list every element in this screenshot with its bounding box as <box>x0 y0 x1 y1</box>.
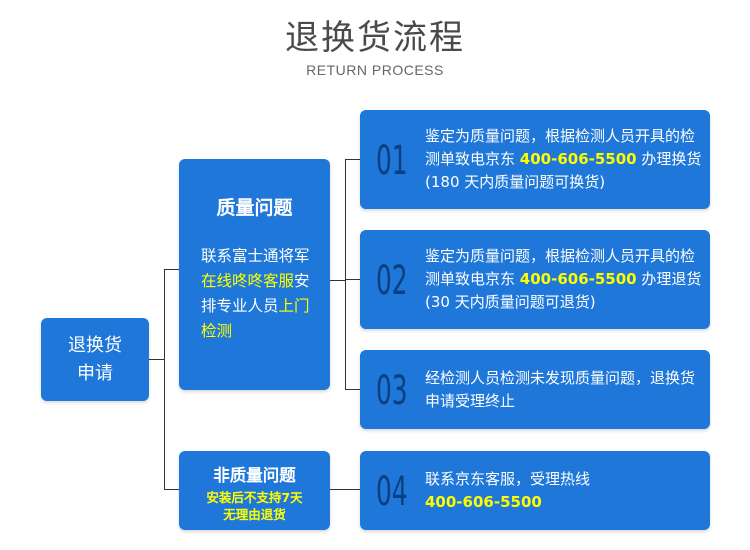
step-02-text-before: 鉴定为质量问题，根据检测人员开具的检测单致电京东 <box>425 247 696 288</box>
step-04-label: 联系京东客服，受理热线 <box>425 470 591 488</box>
step-03-number: 03 <box>376 368 408 414</box>
step-01-phone: 400-606-5500 <box>519 150 637 168</box>
connector-to-step2 <box>345 279 360 280</box>
step-02-number: 02 <box>376 258 408 304</box>
return-request-node: 退换货 申请 <box>41 318 149 401</box>
connector-to-quality <box>164 269 179 270</box>
onsite-inspection-highlight: 上门检测 <box>201 297 310 340</box>
connector-to-step3 <box>345 389 360 390</box>
non-quality-issue-node: 非质量问题 安装后不支持7天 无理由退货 <box>179 451 330 530</box>
connector-start-out <box>149 359 165 360</box>
quality-issue-title: 质量问题 <box>216 197 293 219</box>
step-04-text: 联系京东客服，受理热线 400-606-5500 <box>425 468 707 514</box>
page-subtitle: RETURN PROCESS <box>306 62 444 78</box>
connector-to-step1 <box>345 159 360 160</box>
quality-issue-description: 联系富士通将军在线咚咚客服安排专业人员上门检测 <box>201 244 319 344</box>
step-04-phone: 400-606-5500 <box>425 493 542 511</box>
step-02-box: 02 鉴定为质量问题，根据检测人员开具的检测单致电京东 400-606-5500… <box>360 230 710 329</box>
step-01-box: 01 鉴定为质量问题，根据检测人员开具的检测单致电京东 400-606-5500… <box>360 110 710 209</box>
return-request-line1: 退换货 <box>68 334 122 356</box>
step-01-text-after: 办理换货(180 天内质量问题可换货) <box>425 150 702 191</box>
connector-to-step4 <box>330 489 360 490</box>
step-02-text-after: 办理退货(30 天内质量问题可退货) <box>425 270 702 311</box>
quality-issue-node: 质量问题 联系富士通将军在线咚咚客服安排专业人员上门检测 <box>179 159 330 390</box>
step-03-box: 03 经检测人员检测未发现质量问题，退换货申请受理终止 <box>360 350 710 429</box>
step-02-text: 鉴定为质量问题，根据检测人员开具的检测单致电京东 400-606-5500 办理… <box>425 245 707 314</box>
step-02-phone: 400-606-5500 <box>519 270 637 288</box>
step-01-text-before: 鉴定为质量问题，根据检测人员开具的检测单致电京东 <box>425 127 696 168</box>
step-01-text: 鉴定为质量问题，根据检测人员开具的检测单致电京东 400-606-5500 办理… <box>425 125 707 194</box>
online-service-highlight: 在线咚咚客服 <box>201 272 295 290</box>
step-04-number: 04 <box>376 469 408 515</box>
page-title: 退换货流程 <box>285 18 465 58</box>
non-quality-note-line1: 安装后不支持7天 <box>206 490 303 505</box>
step-01-number: 01 <box>376 138 408 184</box>
return-request-line2: 申请 <box>77 362 113 384</box>
quality-desc-part2: 安排专业人员 <box>201 272 310 315</box>
quality-desc-part1: 联系富士通将军 <box>201 247 310 265</box>
step-03-text: 经检测人员检测未发现质量问题，退换货申请受理终止 <box>425 369 696 410</box>
step-04-box: 04 联系京东客服，受理热线 400-606-5500 <box>360 451 710 530</box>
non-quality-note-line2: 无理由退货 <box>223 507 286 522</box>
connector-quality-out <box>330 280 346 281</box>
connector-to-nonquality <box>164 489 179 490</box>
connector-left-spine <box>164 269 165 490</box>
non-quality-issue-title: 非质量问题 <box>213 466 296 485</box>
connector-right-spine <box>345 159 346 389</box>
